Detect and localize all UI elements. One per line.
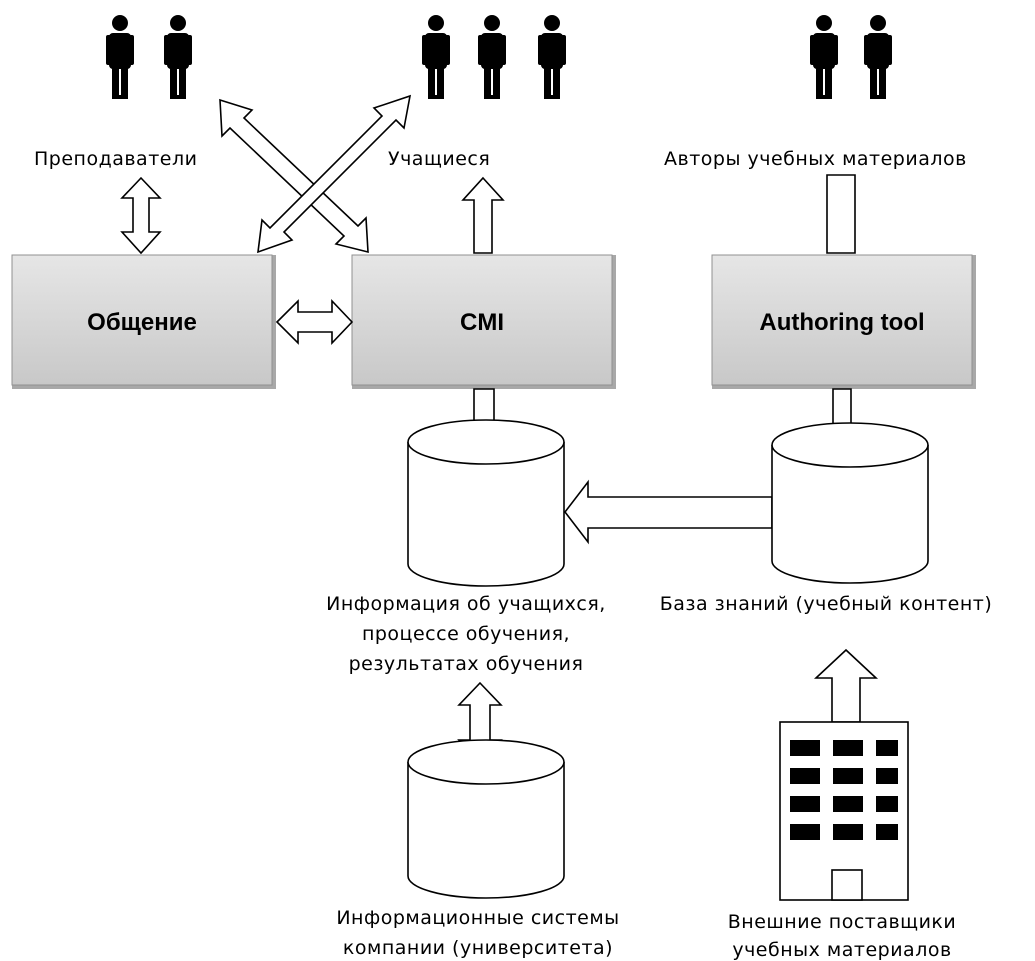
knowledge-base-database <box>771 422 929 584</box>
cmi-to-learners-arrow <box>461 176 505 254</box>
authors-to-authoring-arrow <box>826 174 856 254</box>
suppliers-label-line1: Внешние поставщики <box>728 911 957 933</box>
communication-module: Общение <box>11 254 276 389</box>
authors-label: Авторы учебных материалов <box>664 148 967 170</box>
learners-icon <box>422 15 566 99</box>
authoring-tool-label: Authoring tool <box>759 309 924 336</box>
communication-label: Общение <box>87 309 197 336</box>
teachers-icon <box>106 15 192 99</box>
communication-cmi-arrow <box>275 299 354 345</box>
suppliers-to-knowledge-arrow <box>813 648 879 723</box>
teachers-label: Преподаватели <box>34 148 197 170</box>
knowledge-to-learner-info-arrow <box>563 479 773 545</box>
learner-info-label-line1: Информация об учащихся, <box>326 593 606 615</box>
knowledge-base-label: База знаний (учебный контент) <box>660 593 993 615</box>
suppliers-label-line2: учебных материалов <box>732 939 951 961</box>
company-systems-label-line1: Информационные системы <box>336 907 619 929</box>
building-icon <box>779 721 909 901</box>
teachers-cmi-arrow <box>219 98 369 254</box>
cmi-label: CMI <box>460 309 504 336</box>
company-systems-label-line2: компании (университета) <box>343 937 613 959</box>
learner-info-database <box>407 419 565 587</box>
authoring-tool-module: Authoring tool <box>711 254 976 389</box>
learner-info-label-line2: процессе обучения, <box>362 623 570 645</box>
cmi-module: CMI <box>351 254 616 389</box>
learners-label: Учащиеся <box>388 148 490 170</box>
teachers-communication-arrow <box>120 176 162 255</box>
learner-info-label-line3: результатах обучения <box>349 653 584 675</box>
company-systems-database <box>407 739 565 899</box>
communication-learners-arrow <box>257 94 412 254</box>
authors-icon <box>810 15 892 99</box>
